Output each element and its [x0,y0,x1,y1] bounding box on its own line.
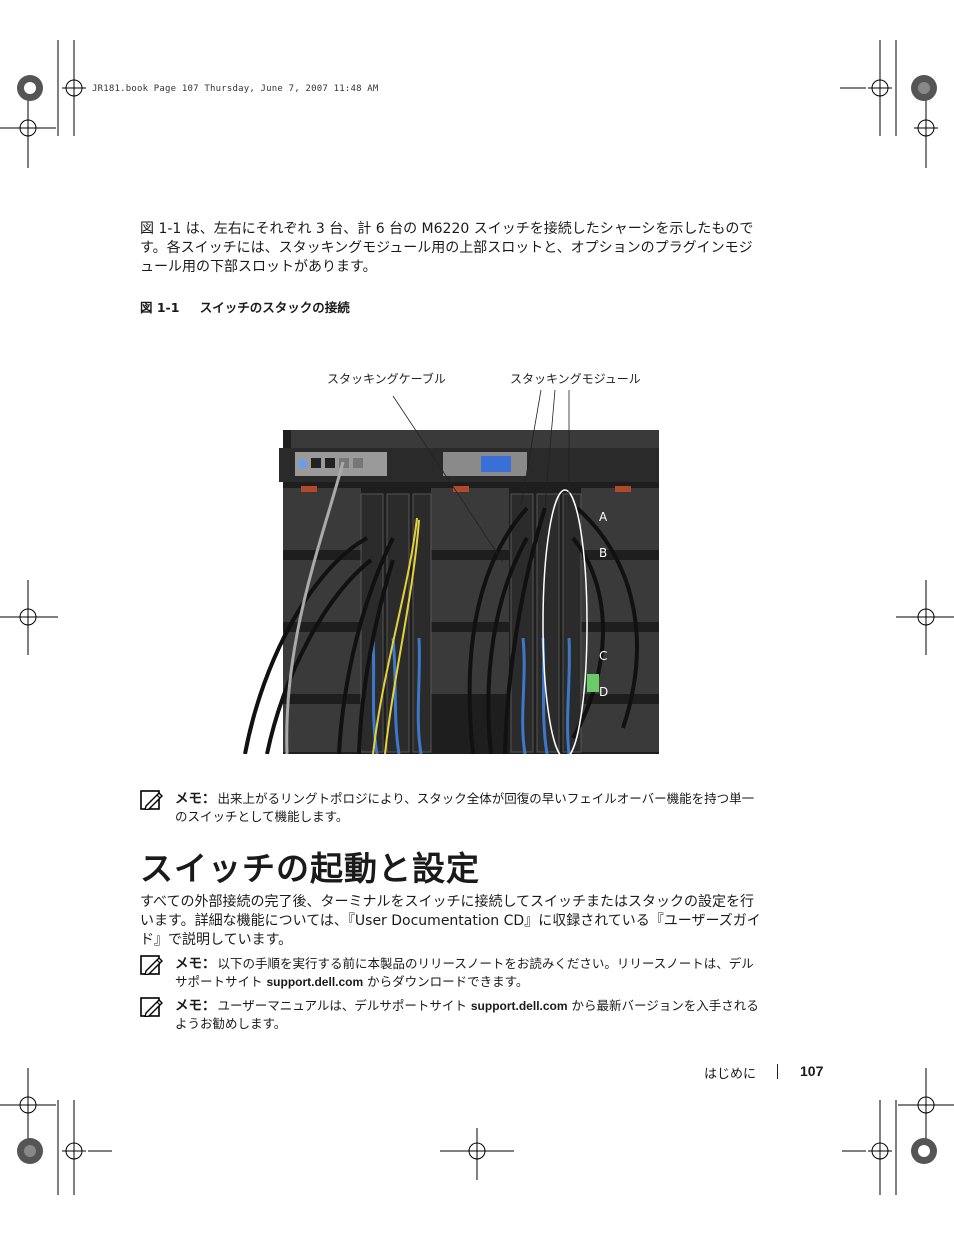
figure-caption: 図 1-1 スイッチのスタックの接続 [140,297,350,316]
note-3: メモ：ユーザーマニュアルは、デルサポートサイト support.dell.com… [140,997,760,1032]
section-paragraph: すべての外部接続の完了後、ターミナルをスイッチに接続してスイッチまたはスタックの… [140,894,761,948]
page-number: 107 [800,1063,824,1079]
intro-paragraph: 図 1-1 は、左右にそれぞれ 3 台、計 6 台の M6220 スイッチを接続… [140,221,754,275]
footer-separator [777,1064,778,1079]
pencil-note-icon [140,997,163,1017]
pencil-note-icon [140,955,163,975]
note-1-text: 出来上がるリングトポロジにより、スタック全体が回復の早いフェイルオーバー機能を持… [175,791,755,824]
pencil-note-icon [140,790,163,810]
chassis-illustration [243,389,663,759]
note-1-head: メモ： [175,791,216,807]
label-b: B [599,546,608,560]
note-2-head: メモ： [175,956,216,972]
chassis-photo: スタッキングケーブル スタッキングモジュール A B C D [243,338,663,759]
support-url: support.dell.com [266,975,364,989]
note-3-text-b: から最新バージョンを入手されるようお勧めします。 [175,998,759,1031]
note-2: メモ：以下の手順を実行する前に本製品のリリースノートをお読みください。リリースノ… [140,955,760,991]
figure-number: 図 1-1 [140,300,180,315]
label-d: D [599,685,609,699]
note-3-text-a: ユーザーマニュアルは、デルサポートサイト [217,998,471,1013]
callout-stacking-module: スタッキングモジュール [510,372,641,386]
label-c: C [599,649,608,663]
print-header: JR181.book Page 107 Thursday, June 7, 20… [92,84,379,94]
note-1: メモ：出来上がるリングトポロジにより、スタック全体が回復の早いフェイルオーバー機… [140,790,760,825]
support-url: support.dell.com [470,999,568,1013]
note-2-text-a: 以下の手順を実行する前に本製品のリリースノートをお読みください。リリースノートは… [175,956,754,989]
label-a: A [599,510,608,524]
note-3-head: メモ： [175,998,216,1014]
figure-title: スイッチのスタックの接続 [199,300,350,315]
note-2-text-b: からダウンロードできます。 [363,974,529,989]
section-title: スイッチの起動と設定 [140,849,480,888]
callout-stacking-cable: スタッキングケーブル [327,372,446,386]
footer-chapter: はじめに [704,1067,757,1082]
